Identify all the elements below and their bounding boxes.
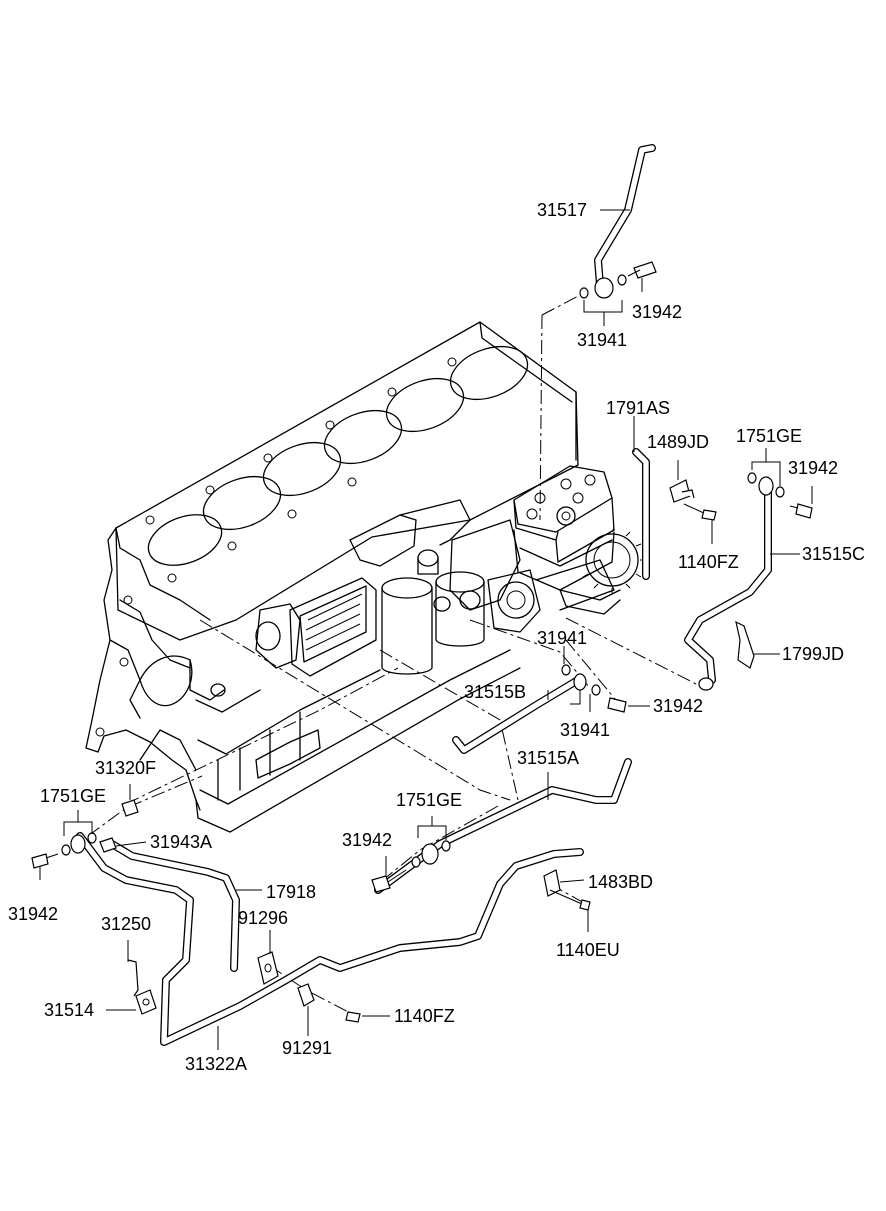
label-1799JD: 1799JD [782,644,844,664]
label-31941-top: 31941 [577,330,627,350]
label-31517: 31517 [537,200,587,220]
air-compressor [513,465,645,615]
label-31941-mid2: 31941 [560,720,610,740]
label-31320F: 31320F [95,758,156,778]
engine-block [85,321,615,833]
label-17918: 17918 [266,882,316,902]
label-1751GE-right: 1751GE [736,426,802,446]
label-31515C: 31515C [802,544,865,564]
label-31942-mid: 31942 [653,696,703,716]
label-1140FZ-bottom: 1140FZ [394,1006,455,1026]
label-1489JD: 1489JD [647,432,709,452]
label-1791AS: 1791AS [606,398,670,418]
label-31322A: 31322A [185,1054,247,1074]
label-91291: 91291 [282,1038,332,1058]
label-31943A: 31943A [150,832,212,852]
label-31514: 31514 [44,1000,94,1020]
label-31515B: 31515B [464,682,526,702]
label-1751GE-center: 1751GE [396,790,462,810]
label-91296: 91296 [238,908,288,928]
label-31250: 31250 [101,914,151,934]
label-31942-center: 31942 [342,830,392,850]
leader-lines [39,209,813,1050]
label-31942-right: 31942 [788,458,838,478]
label-31515A: 31515A [517,748,579,768]
small-parts [31,261,813,1023]
label-1483BD: 1483BD [588,872,653,892]
label-1140EU: 1140EU [556,940,620,960]
label-1140FZ-right: 1140FZ [678,552,739,572]
label-1751GE-left: 1751GE [40,786,106,806]
label-31942-left: 31942 [8,904,58,924]
part-labels: 31517 31942 31941 1791AS 1489JD 1751GE 3… [8,200,865,1074]
label-31942-top: 31942 [632,302,682,322]
label-31941-mid: 31941 [537,628,587,648]
